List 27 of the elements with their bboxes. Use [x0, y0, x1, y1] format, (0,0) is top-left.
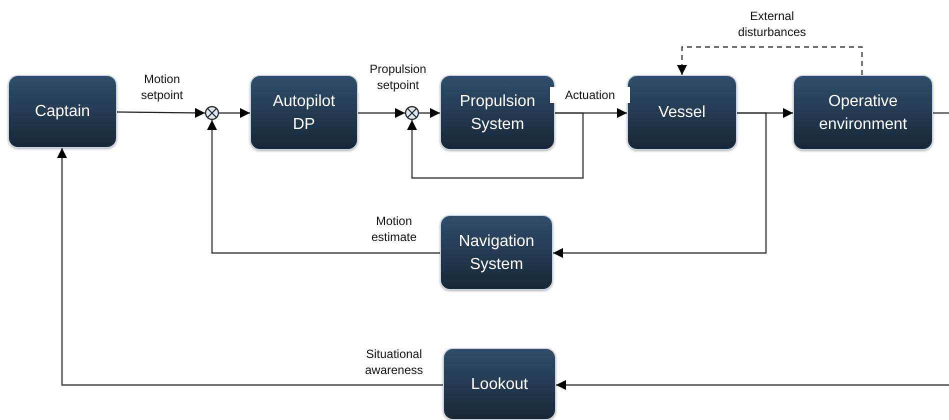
process-box [443, 348, 556, 420]
arrow [419, 108, 440, 118]
summing-junction [405, 106, 419, 120]
edge-label: Actuation [550, 87, 630, 103]
process-box [250, 75, 358, 150]
process-box [627, 75, 737, 150]
summing-junction [205, 106, 219, 120]
arrow [57, 148, 443, 386]
arrow [219, 108, 250, 118]
dashed-arrow [677, 46, 863, 75]
process-box [8, 75, 117, 148]
box-label: Navigation System [458, 232, 536, 274]
box-label: Propulsion System [458, 92, 536, 134]
process-box [440, 215, 553, 290]
arrow [553, 112, 767, 258]
process-box [793, 75, 933, 150]
box-label: Operative environment [818, 92, 908, 134]
box-label: Captain [34, 102, 90, 122]
arrow [207, 120, 440, 254]
process-box [440, 75, 555, 150]
box-label: Autopilot DP [272, 92, 336, 134]
box-label: Lookout [471, 374, 528, 394]
arrow [358, 108, 405, 118]
arrow [117, 108, 205, 118]
arrow [407, 112, 584, 179]
box-label: Vessel [658, 103, 706, 123]
arrow [556, 380, 949, 390]
